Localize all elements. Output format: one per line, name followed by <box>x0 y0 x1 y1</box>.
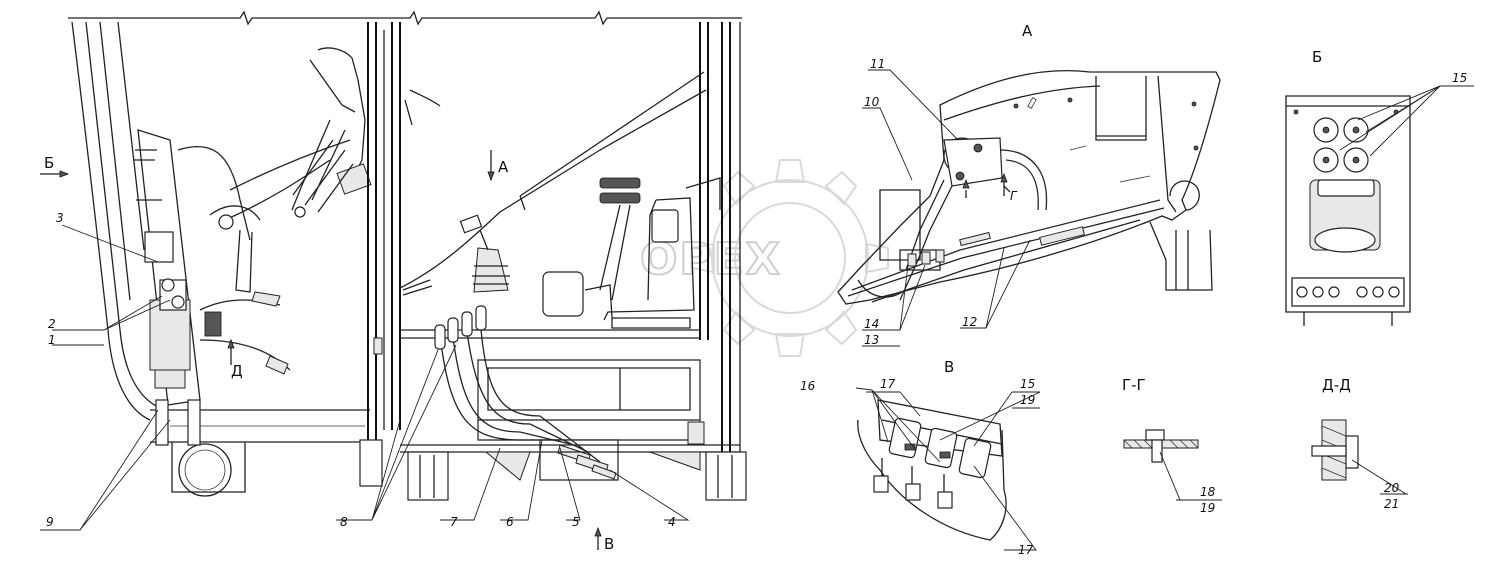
section-g-g: Г-Г 18 19 <box>1122 376 1222 515</box>
callout-3: 3 <box>56 211 64 225</box>
main-view-labels: Б А Д В 3 2 1 9 8 7 6 5 4 <box>44 154 676 553</box>
callout-19-g: 19 <box>1200 501 1215 515</box>
callout-16: 16 <box>800 379 816 393</box>
callout-2: 2 <box>48 317 56 331</box>
view-b-title: Б <box>1312 48 1322 66</box>
watermark-logo: ОРЕХ <box>639 159 889 357</box>
callout-10: 10 <box>864 95 880 109</box>
callout-14: 14 <box>864 317 879 331</box>
view-a-title: А <box>1022 22 1033 40</box>
callout-11: 11 <box>870 57 885 71</box>
section-d-d: Д-Д 20 21 <box>1311 376 1408 511</box>
view-arrow-d-label: Д <box>231 362 243 380</box>
callout-17-bot: 17 <box>1018 543 1034 557</box>
callout-5: 5 <box>572 515 580 529</box>
callout-13: 13 <box>864 333 879 347</box>
callout-1: 1 <box>48 333 56 347</box>
view-v-detail: В 16 17 15 19 17 <box>800 358 1041 557</box>
callout-21: 21 <box>1384 497 1399 511</box>
callout-6: 6 <box>506 515 514 529</box>
section-g-title: Г-Г <box>1122 376 1146 394</box>
view-v-title: В <box>944 358 954 376</box>
view-b-manifold: Б 15 <box>1285 48 1474 326</box>
main-view-left <box>40 10 747 550</box>
callout-4: 4 <box>668 515 676 529</box>
callout-15-b: 15 <box>1452 71 1467 85</box>
callout-12: 12 <box>962 315 977 329</box>
callout-19-v: 19 <box>1020 393 1035 407</box>
callout-15-v: 15 <box>1020 377 1035 391</box>
callout-20: 20 <box>1384 481 1400 495</box>
callout-17-top: 17 <box>880 377 896 391</box>
view-arrow-b-label: Б <box>44 154 54 172</box>
section-d-title: Д-Д <box>1322 376 1351 394</box>
callout-8: 8 <box>340 515 348 529</box>
view-arrow-g-label: Г <box>1010 189 1018 203</box>
view-arrow-v-label: В <box>604 535 614 553</box>
view-arrow-a-label: А <box>498 158 509 176</box>
callout-9: 9 <box>46 515 54 529</box>
callout-18: 18 <box>1200 485 1216 499</box>
callout-7: 7 <box>450 515 458 529</box>
view-a-boom: А Г <box>837 22 1221 347</box>
